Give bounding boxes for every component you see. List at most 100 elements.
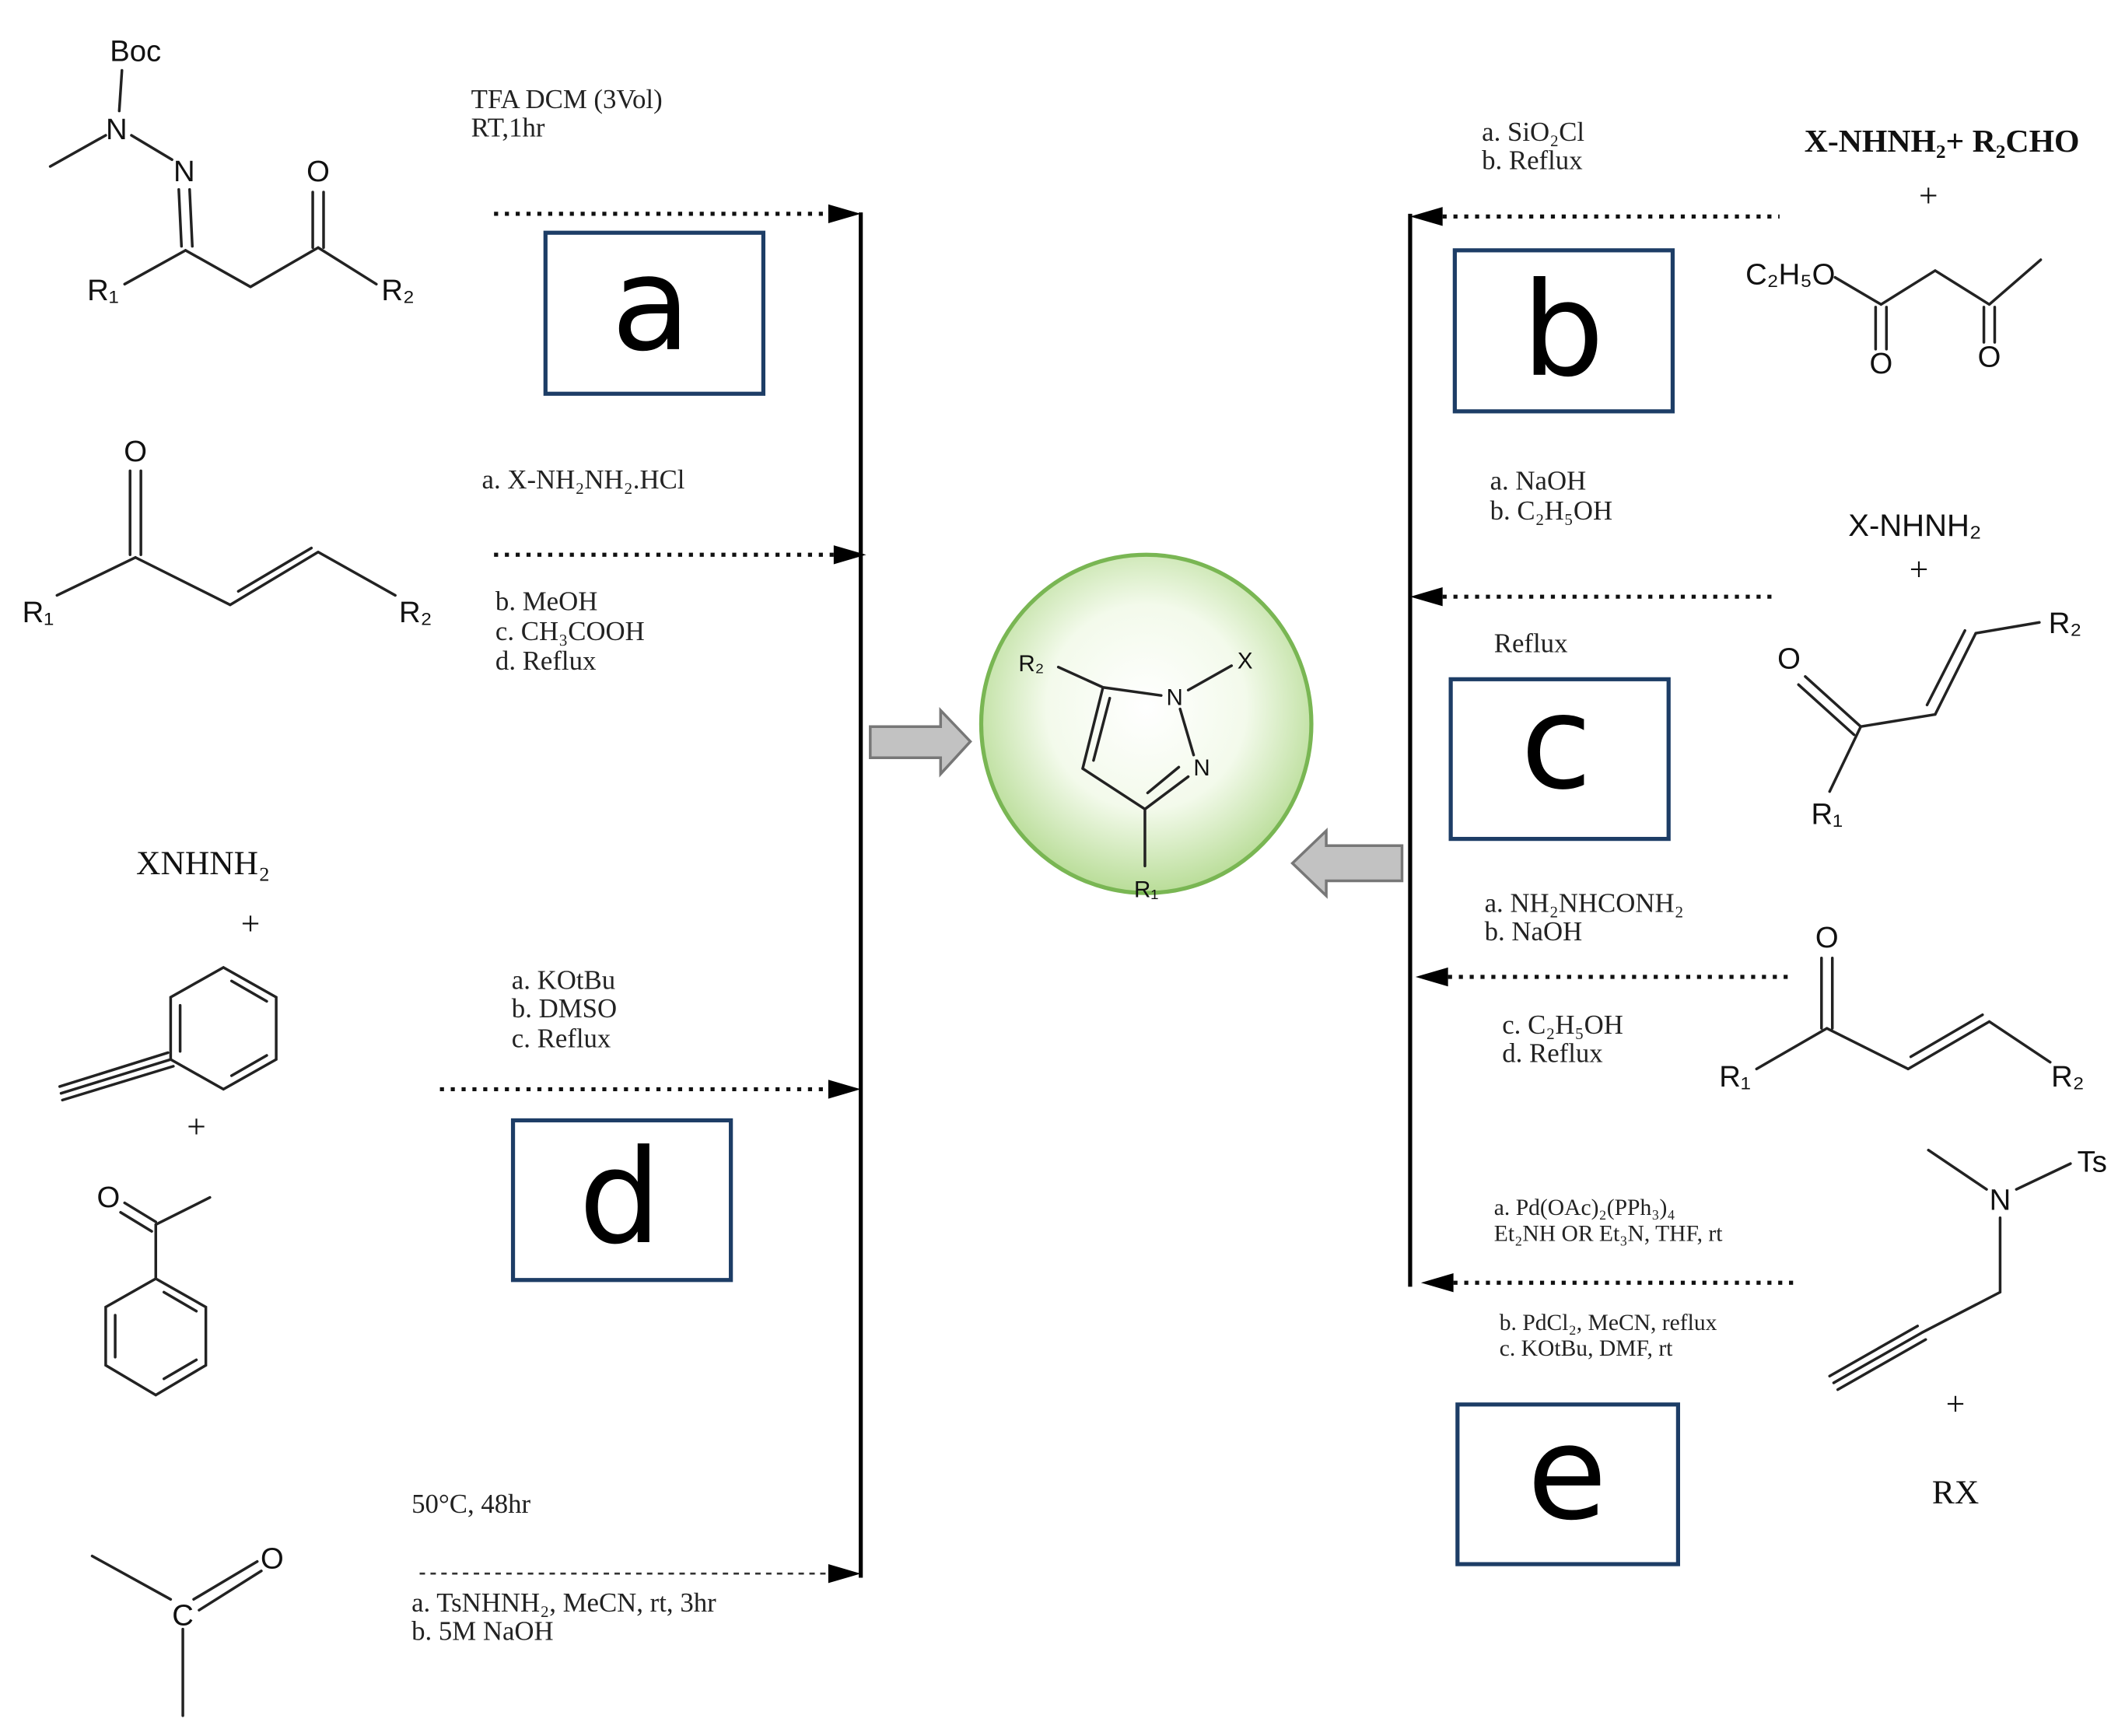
boc-label: Boc [110,34,161,68]
carbonyl-o-label: O [306,155,330,188]
reagent-rx: RX [1932,1474,1979,1511]
block-arrow-right [1290,828,1404,899]
pyrazole-bonds [1056,664,1234,868]
condition-left2-b: b. MeOH [495,586,597,617]
product-r2-label: R₂ [1018,651,1044,677]
condition-a-line2: RT,1hr [471,113,545,143]
sulfonamide-n-label: N [1990,1183,2011,1216]
arrow-route-left2 [494,545,866,565]
enone-right3-bonds [1755,956,2052,1071]
reactant-enone-left: O R₁ R₂ [23,435,432,629]
condition-left4-temp: 50°C, 48hr [411,1489,530,1519]
enone-left-r2-label: R₂ [399,596,432,629]
acetophenone-o-label: O [96,1181,120,1214]
propargyl-sulfonamide-bonds [1828,1148,2072,1391]
enone-right3-r2-label: R₂ [2051,1060,2085,1094]
enone-right3-o-label: O [1815,921,1839,954]
enone-right-o-label: O [1777,642,1801,675]
product-ellipse [978,552,1314,895]
arrow-route-right3 [1415,967,1790,987]
arrow-route-d [439,1080,861,1099]
ts-label: Ts [2078,1146,2107,1179]
condition-left2-a: a. X-NH₂NH₂.HCl [482,464,685,495]
condition-e-a-base: Et₂NH OR Et₃N, THF, rt [1494,1221,1723,1246]
condition-right3-b: b. NaOH [1485,916,1583,947]
plus-sign-b: + [1919,177,1938,215]
enone-left-o-label: O [124,435,147,468]
reagents-b: X-NHNH₂+ R₂CHO [1805,124,2080,159]
enone-right-r1-label: R₁ [1811,797,1843,831]
condition-d-a: a. KOtBu [512,965,615,996]
condition-d-b: b. DMSO [512,993,617,1024]
reactant-acetophenone: O [96,1181,212,1397]
condition-c-reflux: Reflux [1494,628,1568,659]
condition-right2-a: a. NaOH [1490,466,1587,496]
box-d: d [510,1118,733,1283]
arrow-route-b [1409,207,1780,226]
condition-right3-a: a. NH₂NHCONH₂ [1485,888,1684,919]
plus-sign-right2: + [1910,551,1929,588]
n-imine-label: N [173,155,195,188]
condition-right2-b: b. C₂H₅OH [1490,495,1613,526]
condition-b-b: b. Reflux [1482,145,1582,175]
box-c-letter: c [1521,667,1592,818]
reactant-enone-right: R₂ O R₁ [1777,607,2081,831]
arrow-route-e [1420,1273,1794,1293]
reactant-phenylacetylene [58,965,278,1102]
enone-left-r1-label: R₁ [23,596,54,629]
condition-left4-a: a. TsNHNH₂, MeCN, rt, 3hr [411,1587,716,1618]
condition-e-c: c. KOtBu, DMF, rt [1500,1336,1673,1361]
enone-left-bonds [55,469,397,607]
boc-hydrazone-bonds [48,68,378,289]
enone-right3-r1-label: R₁ [1719,1060,1751,1094]
box-a: a [543,229,765,396]
condition-left2-c: c. CH₃COOH [495,616,645,646]
ester-o-label: O [1869,347,1892,380]
plus-sign-d2: + [187,1108,206,1146]
acetone-bonds [90,1554,263,1717]
phenylacetylene-bonds [58,965,278,1102]
ketone-o-label: O [1978,340,2001,373]
reactant-propargyl-sulfonamide: Ts N [1828,1146,2107,1391]
reactant-ethyl-acetoacetate: C₂H₅O O O [1745,257,2043,380]
plus-sign-e: + [1946,1386,1966,1423]
box-b-letter: b [1522,255,1605,406]
arrow-route-left4 [419,1564,861,1584]
pyrazole-product: R₂ N X N R₁ [1018,648,1252,902]
acetone-o-label: O [261,1542,284,1575]
box-b: b [1452,248,1675,414]
acetone-c-label: C [172,1598,194,1632]
condition-b-a: a. SiO₂Cl [1482,117,1584,147]
ethyl-acetoacetate-bonds [1833,258,2043,351]
reagent-x-nhnh2: X-NHNH₂ [1848,509,1981,543]
reactant-enone-right3: O R₁ R₂ [1719,921,2084,1094]
condition-left2-d: d. Reflux [495,646,596,676]
condition-right3-c: c. C₂H₅OH [1502,1010,1623,1040]
r1-label: R₁ [87,274,119,307]
product-x-label: X [1238,648,1253,674]
box-a-letter: a [611,229,691,380]
condition-left4-b: b. 5M NaOH [411,1615,554,1646]
n-methyl-label: N [106,113,128,146]
box-e: e [1455,1398,1681,1566]
box-d-letter: d [579,1122,661,1273]
arrow-route-a [494,204,861,224]
reactant-acetone: C O [90,1542,284,1717]
ethoxy-label: C₂H₅O [1745,257,1835,291]
acetophenone-bonds [104,1195,212,1397]
arrow-route-right2 [1409,587,1773,607]
enone-right-r2-label: R₂ [2049,607,2082,640]
plus-sign-d1: + [241,905,261,943]
r2-label: R₂ [381,274,415,307]
condition-a-line1: TFA DCM (3Vol) [471,84,663,114]
condition-d-c: c. Reflux [512,1024,611,1054]
reactant-boc-hydrazone: Boc N N O R₁ R₂ [48,34,415,307]
condition-e-b: b. PdCl₂, MeCN, reflux [1500,1311,1717,1335]
box-c: c [1448,667,1671,842]
enone-right-bonds [1797,621,2041,793]
box-e-letter: e [1527,1398,1607,1549]
condition-right3-d: d. Reflux [1502,1038,1602,1069]
condition-e-a: a. Pd(OAc)₂(PPh₃)₄ [1494,1195,1675,1220]
product-n2-label: N [1193,755,1210,781]
